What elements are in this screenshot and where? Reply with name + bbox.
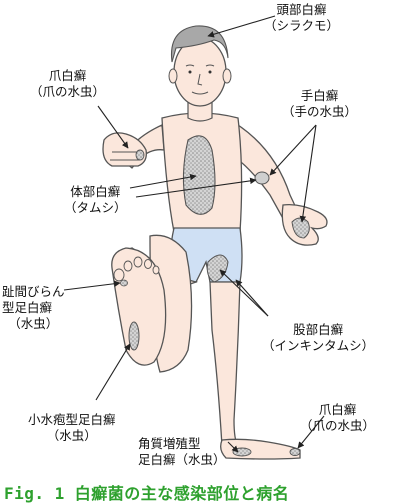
label-vesicular: 小水疱型足白癬 （水虫） (28, 412, 116, 444)
label-nail-foot: 爪白癬 （爪の水虫） (300, 402, 375, 434)
head (173, 37, 227, 107)
leader-lines (63, 15, 325, 453)
toe-web-lesion (120, 279, 128, 287)
fingernail-lesion (135, 149, 145, 161)
label-nail-hand-common: （爪の水虫） (30, 84, 106, 99)
left-fist (102, 132, 147, 167)
figure-caption: Fig. 1 白癬菌の主な感染部位と病名 (4, 480, 289, 504)
label-hyperkeratotic-line1: 角質増殖型 (138, 436, 201, 451)
sole-lesion (128, 321, 140, 351)
toenail-lesion (289, 448, 301, 456)
standing-foot (220, 438, 301, 460)
label-interdigital-common: （水虫） (8, 316, 59, 331)
label-interdigital-line2: 型足白癬 (2, 300, 53, 315)
label-interdigital: 趾間びらん 型足白癬 （水虫） (2, 284, 65, 332)
label-hyperkeratotic: 角質増殖型 足白癬（水虫） (138, 436, 226, 468)
label-nail-hand: 爪白癬 （爪の水虫） (30, 68, 105, 100)
label-body: 体部白癬 （タムシ） (64, 184, 127, 216)
arm-lesion (254, 171, 270, 185)
label-hand-name: 手白癬 (300, 88, 339, 103)
label-head-name: 頭部白癬 (276, 2, 327, 17)
figure-number: Fig. 1 (4, 484, 65, 503)
label-nail-foot-name: 爪白癬 (318, 402, 357, 417)
label-head: 頭部白癬 （シラクモ） (264, 2, 339, 34)
label-vesicular-common: （水虫） (46, 428, 97, 443)
label-head-common: （シラクモ） (264, 18, 340, 33)
label-hand-common: （手の水虫） (282, 104, 358, 119)
torso-lesion (182, 135, 216, 215)
label-groin: 股部白癬 （インキンタムシ） (262, 322, 374, 354)
label-body-name: 体部白癬 (70, 184, 121, 199)
label-vesicular-name: 小水疱型足白癬 (28, 412, 116, 427)
figure-title: 白癬菌の主な感染部位と病名 (74, 484, 290, 503)
standing-leg (209, 281, 241, 447)
label-groin-common: （インキンタムシ） (262, 338, 375, 353)
label-hand: 手白癬 （手の水虫） (282, 88, 357, 120)
label-nail-foot-common: （爪の水虫） (300, 418, 376, 433)
label-hyperkeratotic-line2: 足白癬（水虫） (138, 452, 226, 467)
label-groin-name: 股部白癬 (293, 322, 344, 337)
foot-sole (111, 247, 167, 366)
label-body-common: （タムシ） (64, 200, 127, 215)
label-interdigital-line1: 趾間びらん (2, 284, 65, 299)
label-nail-hand-name: 爪白癬 (48, 68, 87, 83)
